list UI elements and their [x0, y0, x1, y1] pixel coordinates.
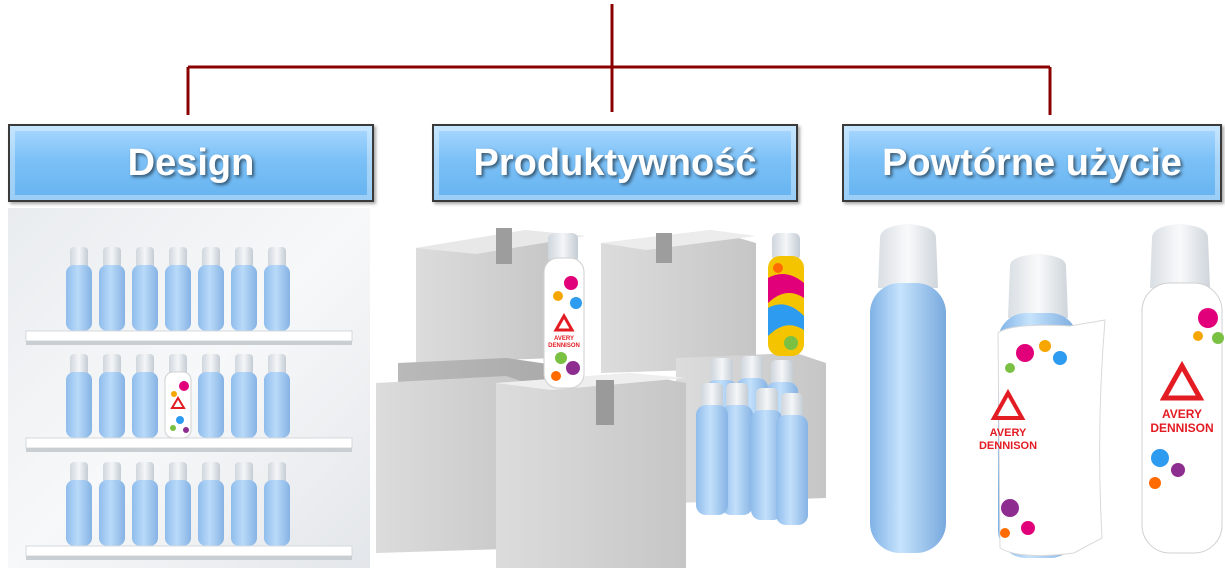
brand-text: DENNISON	[979, 440, 1037, 452]
bottle	[721, 383, 753, 515]
printed-bottle	[164, 371, 192, 439]
bottle	[99, 354, 125, 438]
bottle	[132, 354, 158, 438]
bottle	[198, 354, 224, 438]
shelf	[25, 330, 353, 345]
brand-text: AVERY	[990, 427, 1027, 439]
brand-text: AVERY	[554, 336, 574, 342]
connector-tree	[186, 4, 1052, 115]
shelf-bottles-image	[8, 208, 370, 568]
bottle	[66, 247, 92, 331]
category-label: Powtórne użycie	[882, 141, 1182, 184]
bottle	[231, 247, 257, 331]
category-box-design: Design	[8, 124, 374, 202]
bottle	[696, 383, 728, 515]
shelf	[25, 437, 353, 452]
bottle	[751, 388, 783, 520]
category-label: Design	[127, 141, 255, 184]
bottle	[99, 462, 125, 546]
bottle	[198, 462, 224, 546]
bottle	[66, 462, 92, 546]
brand-text: DENNISON	[548, 343, 580, 349]
category-box-productivity: Produktywność	[432, 124, 798, 202]
bottle	[66, 354, 92, 438]
bottle	[99, 247, 125, 331]
boxes-and-bottles-image: AVERY DENNISON	[376, 228, 826, 568]
bottle	[776, 393, 808, 525]
bottle	[198, 247, 224, 331]
bottle	[132, 247, 158, 331]
category-label: Produktywność	[473, 141, 757, 184]
bottle	[165, 462, 191, 546]
bottle	[165, 247, 191, 331]
shelf	[25, 545, 353, 560]
bottle	[264, 462, 290, 546]
bottle	[132, 462, 158, 546]
category-box-reuse: Powtórne użycie	[842, 124, 1222, 202]
brand-text: DENNISON	[1150, 421, 1213, 435]
bottle	[264, 354, 290, 438]
bottle	[231, 462, 257, 546]
bottle	[231, 354, 257, 438]
labeled-bottles-image: AVERY DENNISON AVERY DENNISON	[870, 224, 1224, 558]
bottle	[264, 247, 290, 331]
brand-text: AVERY	[1162, 407, 1202, 421]
